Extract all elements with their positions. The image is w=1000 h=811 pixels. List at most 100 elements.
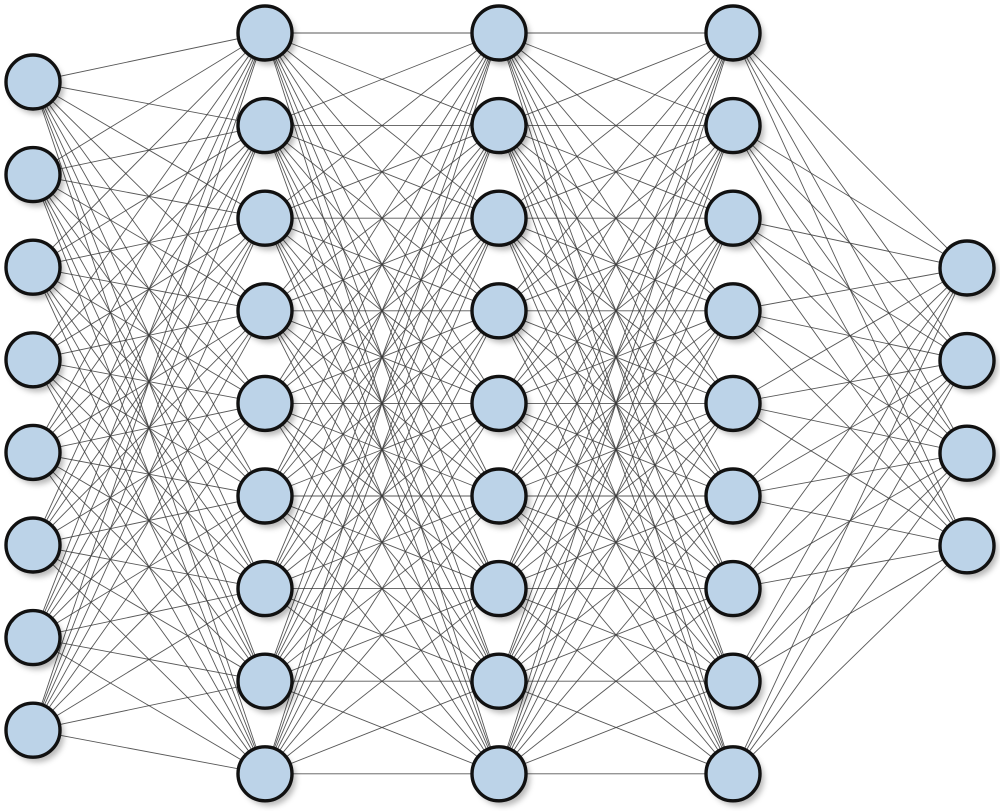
input-layer-node-8 <box>4 701 64 763</box>
connection-hidden-layer-2-4-to-0 <box>498 32 734 404</box>
neuron-circle <box>236 467 294 525</box>
connection-hidden-layer-2-8-to-7 <box>498 680 734 775</box>
connection-hidden-layer-1-5-to-0 <box>264 32 500 497</box>
connection-hidden-layer-1-6-to-0 <box>264 32 500 589</box>
connection-input-layer-6-to-0 <box>32 32 266 638</box>
hidden-layer-3-node-1 <box>704 4 764 65</box>
neuron-circle <box>704 4 762 62</box>
connection-hidden-layer-1-8-to-1 <box>264 125 500 774</box>
output-layer-node-4 <box>938 517 998 578</box>
hidden-layer-1-node-6 <box>236 467 296 528</box>
hidden-layer-1-node-7 <box>236 559 296 621</box>
neuron-circle <box>704 189 762 247</box>
neuron-circle <box>470 374 528 433</box>
neuron-circle <box>938 239 996 297</box>
connection-input-layer-7-to-7 <box>32 680 266 731</box>
connection-hidden-layer-3-0-to-0 <box>732 32 968 269</box>
connection-hidden-layer-2-8-to-1 <box>498 125 734 774</box>
hidden-layer-1-node-9 <box>236 745 296 806</box>
neuron-circle <box>4 145 62 204</box>
neuron-circle <box>236 652 294 710</box>
connection-hidden-layer-1-3-to-0 <box>264 32 500 312</box>
connection-hidden-layer-3-7-to-0 <box>732 267 968 682</box>
connection-hidden-layer-1-8-to-2 <box>264 218 500 774</box>
neuron-circle <box>4 53 62 111</box>
connection-hidden-layer-1-1-to-0 <box>264 32 500 127</box>
connection-hidden-layer-2-8-to-0 <box>498 32 734 774</box>
neuron-circle <box>236 374 294 433</box>
hidden-layer-3-node-4 <box>704 282 764 343</box>
neuron-circle <box>236 4 294 62</box>
connection-hidden-layer-3-8-to-2 <box>732 452 968 775</box>
neuron-circle <box>704 96 762 155</box>
neuron-circle <box>236 282 294 340</box>
neuron-circle <box>4 423 62 482</box>
connection-hidden-layer-2-1-to-0 <box>498 32 734 127</box>
input-layer-node-5 <box>4 423 64 485</box>
input-layer-node-4 <box>4 331 64 392</box>
connection-hidden-layer-2-2-to-0 <box>498 32 734 219</box>
connection-hidden-layer-3-8-to-3 <box>732 545 968 775</box>
connection-input-layer-2-to-0 <box>32 32 266 268</box>
connection-input-layer-7-to-2 <box>32 218 266 731</box>
connection-hidden-layer-3-3-to-0 <box>732 267 968 312</box>
connection-hidden-layer-2-6-to-0 <box>498 32 734 589</box>
connection-input-layer-7-to-5 <box>32 495 266 731</box>
connection-input-layer-7-to-3 <box>32 310 266 731</box>
neuron-circle <box>4 516 62 574</box>
neuron-circle <box>470 559 528 618</box>
neuron-circle <box>704 745 762 803</box>
neuron-circle <box>470 745 528 803</box>
connection-input-layer-1-to-0 <box>32 32 266 175</box>
connection-hidden-layer-1-8-to-6 <box>264 588 500 775</box>
neuron-circle <box>704 282 762 340</box>
connections <box>32 32 968 775</box>
hidden-layer-2-node-4 <box>470 282 530 343</box>
connection-hidden-layer-3-4-to-0 <box>732 267 968 404</box>
output-layer-node-1 <box>938 239 998 300</box>
connection-hidden-layer-1-8-to-4 <box>264 403 500 775</box>
connection-hidden-layer-3-8-to-0 <box>732 267 968 774</box>
neuron-circle <box>704 374 762 433</box>
connection-hidden-layer-1-8-to-3 <box>264 310 500 775</box>
neuron-circle <box>236 745 294 803</box>
hidden-layer-3-node-9 <box>704 745 764 806</box>
neuron-circle <box>470 282 528 340</box>
connection-hidden-layer-1-4-to-0 <box>264 32 500 404</box>
input-layer-node-7 <box>4 608 64 670</box>
connection-input-layer-3-to-0 <box>32 32 266 361</box>
connection-input-layer-7-to-6 <box>32 588 266 731</box>
input-layer-node-2 <box>4 145 64 207</box>
hidden-layer-1-node-5 <box>236 374 296 436</box>
connection-hidden-layer-2-8-to-5 <box>498 495 734 775</box>
neuron-circle <box>4 701 62 759</box>
connection-input-layer-7-to-1 <box>32 125 266 731</box>
connection-hidden-layer-3-6-to-0 <box>732 267 968 589</box>
connection-hidden-layer-3-2-to-0 <box>732 217 968 269</box>
connection-hidden-layer-3-5-to-0 <box>732 267 968 497</box>
hidden-layer-2-node-3 <box>470 189 530 251</box>
hidden-layer-3-node-8 <box>704 652 764 714</box>
connection-input-layer-7-to-0 <box>32 32 266 731</box>
hidden-layer-1-node-3 <box>236 189 296 251</box>
connection-hidden-layer-2-8-to-3 <box>498 310 734 775</box>
hidden-layer-2-node-5 <box>470 374 530 436</box>
output-layer-node-2 <box>938 331 998 393</box>
output-layer-node-3 <box>938 424 998 486</box>
connection-input-layer-5-to-0 <box>32 32 266 546</box>
connection-hidden-layer-2-7-to-0 <box>498 32 734 682</box>
hidden-layer-1-node-2 <box>236 96 296 158</box>
connection-hidden-layer-2-8-to-2 <box>498 218 734 774</box>
neuron-circle <box>470 652 528 710</box>
neuron-circle <box>704 467 762 525</box>
input-layer-node-1 <box>4 53 64 114</box>
hidden-layer-2-node-8 <box>470 652 530 714</box>
hidden-layer-3-node-3 <box>704 189 764 251</box>
neuron-circle <box>470 189 528 247</box>
connection-input-layer-0-to-0 <box>32 32 266 83</box>
neuron-circle <box>938 517 996 575</box>
neuron-circle <box>470 467 528 525</box>
neuron-circle <box>4 608 62 667</box>
hidden-layer-3-node-2 <box>704 96 764 158</box>
